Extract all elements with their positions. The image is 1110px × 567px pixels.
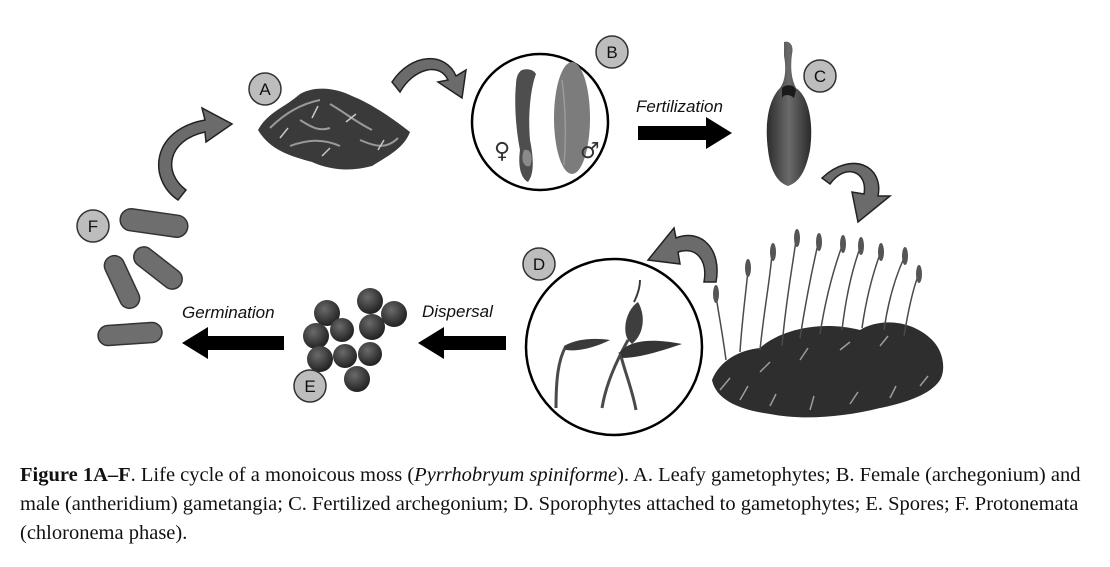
badge-f-letter: F [88, 217, 98, 236]
badge-c: C [803, 59, 837, 93]
badge-c-letter: C [814, 67, 826, 86]
cycle-arrow-a-to-b [391, 58, 467, 100]
badge-e-letter: E [304, 377, 315, 396]
male-symbol: ♂ [580, 139, 600, 164]
badge-e: E [293, 369, 327, 403]
caption-text-2: ). A. Leafy gametophytes; B. Female (arc… [20, 464, 1081, 544]
badge-a-letter: A [259, 80, 271, 99]
cycle-arrow-d-back [646, 226, 718, 283]
protonemata-image [97, 208, 189, 347]
badge-b: B [595, 35, 629, 69]
dispersal-label: Dispersal [422, 302, 494, 321]
female-symbol: ♀ [494, 139, 510, 164]
dispersal-arrow [418, 327, 506, 359]
germination-label: Germination [182, 303, 275, 322]
spores-image [303, 288, 407, 392]
fertilization-label: Fertilization [636, 97, 723, 116]
badge-d-letter: D [533, 255, 545, 274]
life-cycle-diagram: ♀ ♂ [76, 35, 944, 437]
fertilization-arrow [638, 117, 732, 149]
caption-figure-label: Figure 1A–F [20, 464, 131, 486]
cycle-arrow-c-to-d [820, 162, 893, 224]
germination-arrow [182, 327, 284, 359]
badge-f: F [76, 209, 110, 243]
gametangia-image: ♀ ♂ [470, 52, 610, 192]
figure-caption: Figure 1A–F. Life cycle of a monoicous m… [20, 461, 1100, 548]
fertilized-archegonium-image [766, 41, 812, 187]
sporophytes-image [524, 257, 704, 437]
caption-species: Pyrrhobryum spiniforme [414, 464, 618, 486]
cycle-arrow-f-to-a [157, 106, 234, 202]
caption-text-1: . Life cycle of a monoicous moss ( [130, 464, 415, 486]
badge-b-letter: B [606, 43, 617, 62]
moss-colony-image [712, 229, 944, 418]
badge-d: D [522, 247, 556, 281]
leafy-gametophyte-image [258, 88, 410, 170]
badge-a: A [248, 72, 282, 106]
